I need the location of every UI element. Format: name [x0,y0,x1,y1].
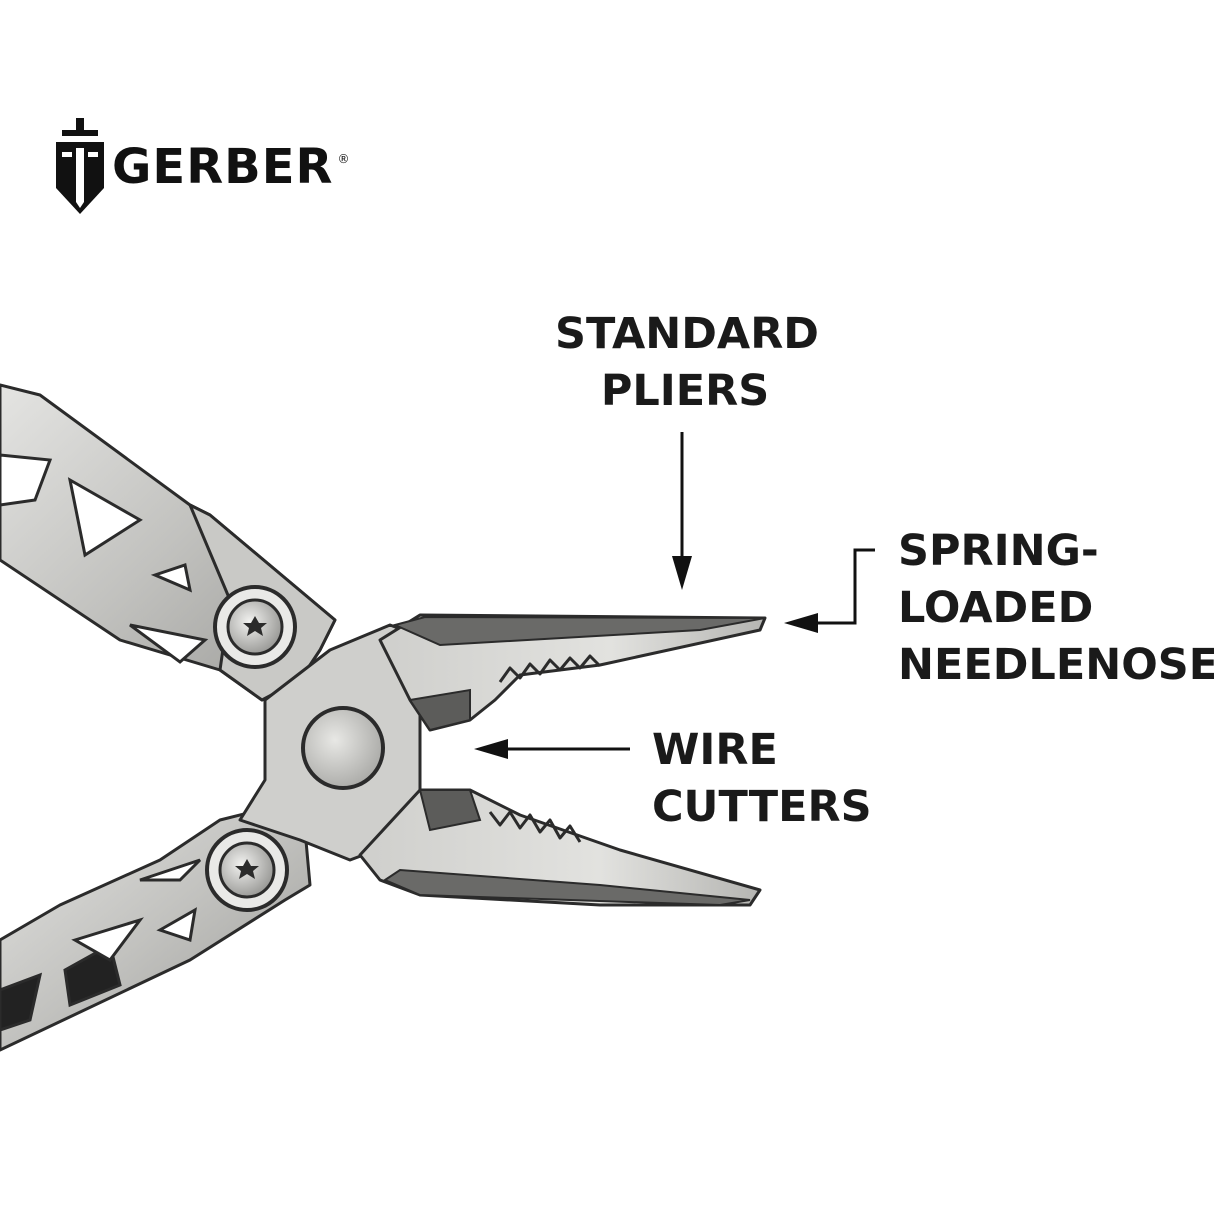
gerber-dagger-shield-icon [56,118,104,214]
label-line: STANDARD [555,309,820,359]
upper-jaw [378,613,767,732]
registered-mark: ® [337,152,350,166]
label-standard-pliers: STANDARD PLIERS [555,306,820,420]
label-line: SPRING- [898,526,1099,576]
label-line: CUTTERS [652,782,872,832]
upper-screw [213,585,297,669]
label-spring-loaded-needlenose: SPRING- LOADED NEEDLENOSE [898,523,1214,694]
label-line: LOADED [898,583,1094,633]
brand-logo: GERBER ® [52,118,349,216]
wire-cutters-arrow [474,739,630,759]
lower-jaw [358,788,762,907]
label-wire-cutters: WIRE CUTTERS [652,722,872,836]
lower-screw [205,828,289,912]
needlenose-arrow [784,548,875,633]
brand-name: GERBER [112,139,334,195]
standard-pliers-arrow [672,432,692,590]
label-line: PLIERS [600,366,770,416]
label-line: WIRE [652,725,778,775]
label-line: NEEDLENOSE [898,640,1214,690]
pivot-bolt [301,706,385,790]
